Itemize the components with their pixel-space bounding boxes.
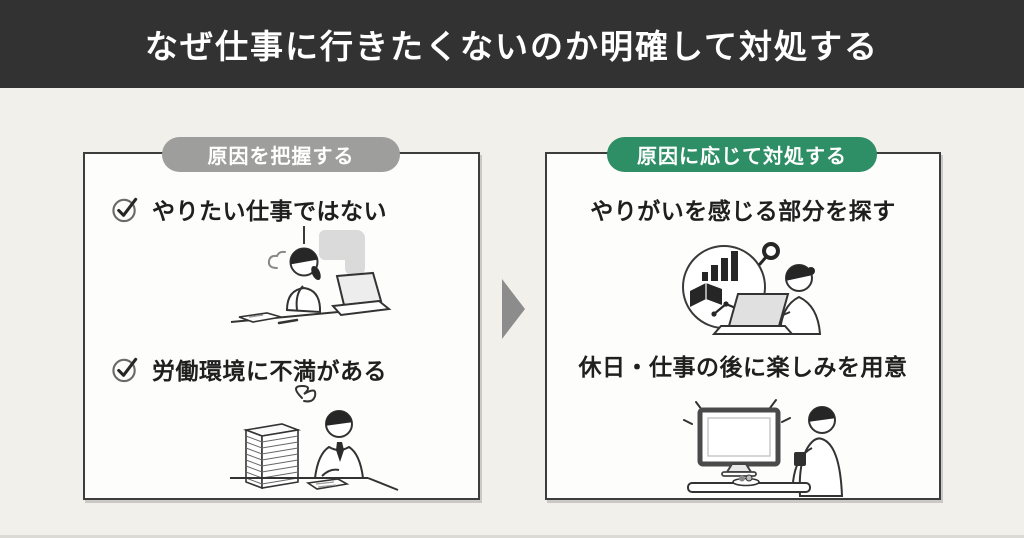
header-banner: なぜ仕事に行きたくないのか明確して対処する: [0, 0, 1024, 88]
illustration-man-with-paper-stack: [230, 384, 399, 491]
solution-item-2-label: 休日・仕事の後に楽しみを用意: [578, 354, 908, 380]
flow-arrow-right-icon: [502, 279, 525, 339]
illustration-person-relaxing-watching-tv: [683, 399, 844, 497]
cause-item-2: 労働環境に不満がある: [111, 352, 387, 386]
check-circle-icon: [112, 357, 138, 382]
cause-panel-label: 原因を把握する: [162, 137, 400, 172]
solution-panel-label: 原因に応じて対処する: [607, 137, 877, 172]
illustration-woman-sighing-at-laptop: [230, 226, 392, 325]
illustration-person-analyzing-charts-on-laptop: [682, 242, 822, 335]
cause-item-2-label: 労働環境に不満がある: [152, 358, 387, 384]
solution-panel: やりがいを感じる部分を探す 休日・仕事の後に楽しみを用意: [545, 152, 941, 500]
solution-item-1-label: やりがいを感じる部分を探す: [590, 198, 896, 224]
cause-item-1: やりたい仕事ではない: [111, 192, 387, 226]
check-circle-icon: [112, 197, 138, 222]
page-title: なぜ仕事に行きたくないのか明確して対処する: [144, 28, 879, 65]
cause-item-1-label: やりたい仕事ではない: [152, 198, 387, 224]
cause-panel: やりたい仕事ではない 労働環境に不満がある: [83, 152, 480, 500]
bottom-border-line: [0, 535, 1024, 538]
